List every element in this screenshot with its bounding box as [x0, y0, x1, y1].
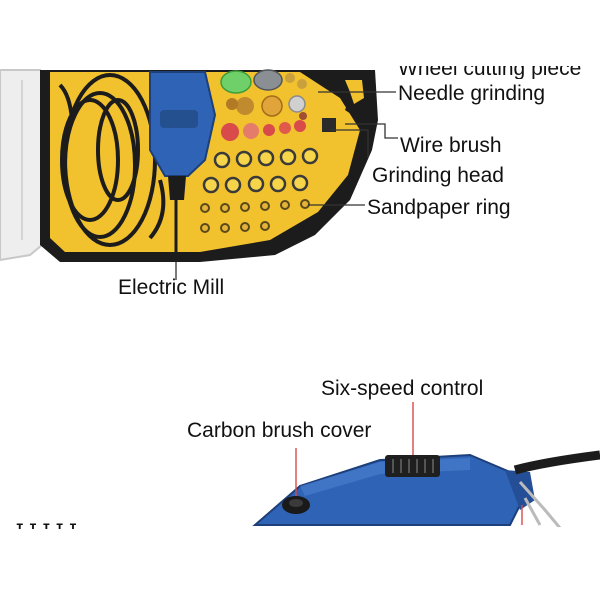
- label-wheel-cutting-piece: Wheel cutting piece: [398, 57, 582, 80]
- label-grinding-head: Grinding head: [372, 164, 504, 187]
- label-carbon-brush-cover: Carbon brush cover: [187, 419, 372, 442]
- label-sandpaper-ring: Sandpaper ring: [367, 196, 511, 219]
- label-needle-grinding: Needle grinding: [398, 82, 546, 105]
- speed-dial: [385, 455, 440, 477]
- label-partial-left: ɪ ɪ ɪ ɪ ɪ: [16, 517, 77, 540]
- tool-closeup: [252, 450, 600, 529]
- electric-mill-tool: [149, 71, 217, 262]
- label-electric-mill: Electric Mill: [118, 276, 225, 299]
- callout-lines-top: [175, 91, 398, 280]
- sandpaper-rings: [200, 199, 310, 233]
- accessory-wheels: [220, 69, 307, 94]
- label-six-speed-control: Six-speed control: [321, 377, 484, 400]
- wire-brush-stones: [221, 112, 336, 141]
- callout-lines-bottom: [295, 402, 523, 525]
- label-wire-brush: Wire brush: [400, 134, 502, 157]
- grinding-heads: [202, 147, 319, 194]
- needle-grinding-bits: [226, 95, 306, 117]
